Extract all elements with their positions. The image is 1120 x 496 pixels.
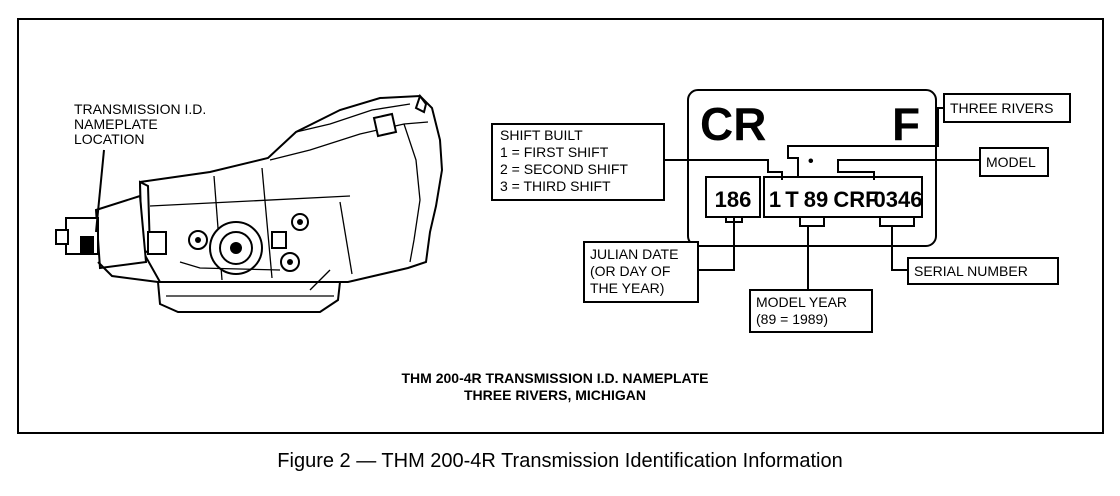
- transmission-illustration: [55, 93, 444, 313]
- julian-date-box: [583, 241, 699, 303]
- location-label-line-2: NAMEPLATE: [74, 116, 158, 132]
- shift-built-title: SHIFT BUILT: [500, 127, 583, 143]
- model-label: MODEL: [986, 154, 1036, 170]
- three-rivers-label: THREE RIVERS: [950, 100, 1053, 116]
- model-year-line-2: (89 = 1989): [756, 311, 828, 327]
- figure-frame: [17, 18, 1104, 434]
- front-pump-housing: [94, 194, 148, 270]
- plate-shift: 1: [769, 187, 781, 212]
- plate-right-code: F: [892, 98, 920, 150]
- inner-caption-line-1: THM 200-4R TRANSMISSION I.D. NAMEPLATE: [402, 370, 709, 386]
- figure-caption: Figure 2 — THM 200-4R Transmission Ident…: [277, 450, 843, 472]
- plate-dot: •: [808, 153, 814, 170]
- serial-number-leader: [879, 217, 915, 271]
- three-rivers-leader: [787, 107, 944, 178]
- model-year-leader: [799, 217, 825, 290]
- shift-built-leader: [664, 159, 783, 180]
- plate-left-code: CR: [700, 98, 766, 150]
- julian-date-line-2: (OR DAY OF: [590, 263, 670, 279]
- location-label-line-1: TRANSMISSION I.D.: [74, 101, 206, 117]
- location-leader-line: [95, 149, 105, 233]
- shift-built-line-1: 1 = FIRST SHIFT: [500, 144, 609, 160]
- plate-serial: 0346: [874, 187, 923, 212]
- julian-date-line-3: THE YEAR): [590, 280, 664, 296]
- plate-year: 89: [804, 187, 828, 212]
- location-label-line-3: LOCATION: [74, 131, 145, 147]
- julian-date-line-1: JULIAN DATE: [590, 246, 678, 262]
- plate-julian: 186: [715, 187, 752, 212]
- shift-built-line-2: 2 = SECOND SHIFT: [500, 161, 628, 177]
- nameplate-location-marker: [80, 236, 94, 254]
- shift-built-line-3: 3 = THIRD SHIFT: [500, 178, 611, 194]
- shift-built-box: [491, 123, 665, 201]
- julian-date-leader: [698, 217, 735, 271]
- plate-model: CRF: [833, 187, 878, 212]
- model-year-box: [749, 289, 873, 333]
- nameplate: CR F • 186 1 T 89 CRF 0346: [687, 89, 937, 247]
- plate-t: T: [785, 187, 799, 212]
- serial-number-label: SERIAL NUMBER: [914, 263, 1028, 279]
- plate-code-box: [763, 176, 923, 218]
- model-box: [979, 147, 1049, 177]
- model-leader: [837, 159, 980, 180]
- plate-julian-box: [705, 176, 761, 218]
- location-label: TRANSMISSION I.D. NAMEPLATE LOCATION: [74, 101, 206, 147]
- three-rivers-box: [943, 93, 1071, 123]
- inner-caption-line-2: THREE RIVERS, MICHIGAN: [464, 387, 646, 403]
- model-year-line-1: MODEL YEAR: [756, 294, 847, 310]
